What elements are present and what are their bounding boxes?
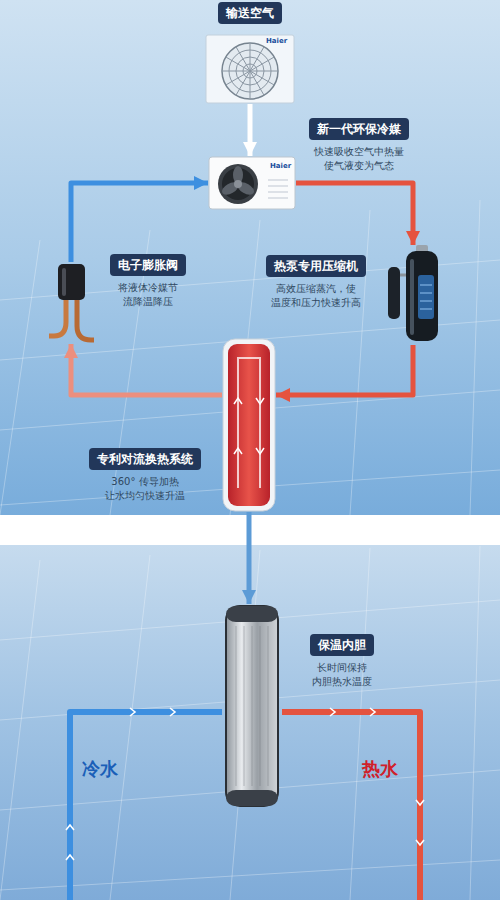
callout-body: 360° 传导加热 让水均匀快速升温: [84, 475, 206, 503]
callout: 新一代环保冷媒快速吸收空气中热量 使气液变为气态: [300, 118, 418, 173]
valve-coil: [58, 264, 85, 300]
chevron: [170, 708, 175, 716]
refrigerant-pipe: [276, 345, 413, 395]
brand-logo: Haier: [270, 162, 291, 170]
heat-tank-art: [222, 338, 276, 512]
chevron: [256, 398, 264, 404]
heat-coil: [238, 358, 260, 488]
chevron: [256, 448, 264, 454]
chevron: [66, 855, 74, 860]
refrigerant-pipe: [71, 183, 208, 262]
chevron: [234, 398, 242, 404]
unit-casing: [206, 35, 294, 103]
grid-line: [0, 546, 480, 900]
hot-water-pipe: [282, 712, 420, 900]
motor-core: [418, 275, 434, 319]
accumulator: [388, 267, 400, 319]
callout-body: 将液体冷媒节 流降温降压: [102, 281, 194, 309]
grille-spoke: [226, 71, 250, 85]
heat-exchange-tank: 专利对流换热系统360° 传导加热 让水均匀快速升温: [222, 338, 276, 512]
valve-shine: [62, 268, 66, 296]
callout-heading: 热泵专用压缩机: [266, 255, 366, 277]
inner-tank-art: [224, 604, 280, 808]
grille-spoke: [250, 71, 278, 72]
tank-shell: [223, 339, 275, 511]
grille-spoke: [250, 71, 264, 95]
cold-water-label: 冷水: [82, 758, 118, 780]
chevron: [416, 840, 424, 845]
grille-spoke: [250, 57, 274, 71]
grille-spoke: [250, 71, 251, 99]
compressor-art: [386, 245, 440, 345]
chevron: [370, 708, 375, 716]
callout-heading: 保温内胆: [310, 634, 374, 656]
fan-hub: [234, 180, 242, 188]
callout-heading: 电子膨胀阀: [110, 254, 186, 276]
valve-art: [46, 262, 96, 344]
grille-spoke: [236, 47, 250, 71]
refrigerant-pipe: [296, 183, 413, 245]
tank-cap: [226, 606, 278, 622]
callout: 热泵专用压缩机高效压缩蒸汽，使 温度和压力快速升高: [256, 255, 376, 310]
tank-cap: [226, 790, 278, 806]
compressor: 热泵专用压缩机高效压缩蒸汽，使 温度和压力快速升高: [386, 245, 440, 345]
cold-water-pipe: [70, 712, 222, 900]
top-panel: [0, 0, 500, 515]
callout-body: 快速吸收空气中热量 使气液变为气态: [300, 145, 418, 173]
tank-body: [226, 606, 278, 806]
chevron: [130, 708, 135, 716]
callout-heading: 专利对流换热系统: [89, 448, 201, 470]
tank-ribs: [236, 626, 268, 786]
callout: 输送空气: [185, 2, 315, 24]
grille-spoke: [250, 43, 251, 71]
brand-logo: Haier: [266, 37, 287, 45]
vent-lines: [268, 180, 288, 198]
grid-line: [0, 260, 500, 505]
refrigerant-pipe: [71, 344, 222, 395]
chevron: [416, 800, 424, 805]
floor-grid: [0, 200, 500, 900]
shell-shine: [410, 259, 414, 335]
callout-heading: 新一代环保冷媒: [309, 118, 409, 140]
chevron: [66, 825, 74, 830]
copper-pipe: [49, 298, 66, 336]
fan-housing: [218, 164, 258, 204]
chevron: [330, 708, 335, 716]
motor-winding: [420, 285, 432, 309]
refrigerant-pipe: [247, 512, 252, 604]
compressor-shell: [406, 251, 438, 341]
grille-ring: [222, 43, 278, 99]
grid-line: [0, 600, 500, 890]
refrigerant-pipe: [248, 104, 253, 156]
tank-water: [228, 344, 270, 506]
callout: 电子膨胀阀将液体冷媒节 流降温降压: [102, 254, 194, 309]
unit-casing: [209, 157, 295, 209]
flow-arrows: [234, 398, 264, 454]
chevron: [234, 448, 242, 454]
callout-body: 长时间保持 内胆热水温度: [292, 661, 392, 689]
hot-water-label: 热水: [362, 758, 398, 780]
copper-pipe: [77, 298, 94, 340]
callout: 专利对流换热系统 360° 传导加热 让水均匀快速升温: [84, 448, 206, 503]
grille-spoke: [222, 71, 250, 72]
callout-heading: 输送空气: [218, 2, 282, 24]
callout-body: 高效压缩蒸汽，使 温度和压力快速升高: [256, 282, 376, 310]
insulated-inner-tank: 保温内胆长时间保持 内胆热水温度: [224, 604, 280, 808]
callout: 保温内胆长时间保持 内胆热水温度: [292, 634, 392, 689]
expansion-valve: 电子膨胀阀将液体冷媒节 流降温降压: [46, 262, 96, 344]
